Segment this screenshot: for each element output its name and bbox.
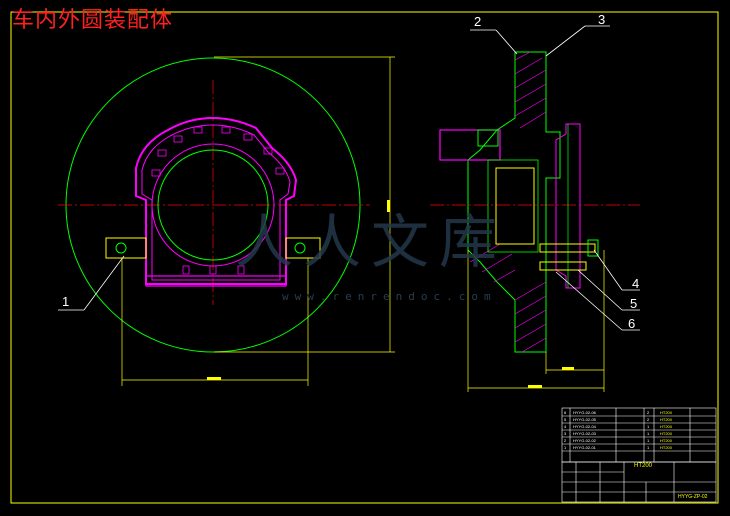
part-code: HYYG-02-04 bbox=[573, 424, 596, 429]
front-view bbox=[58, 56, 395, 386]
part-material: HT200 bbox=[660, 438, 673, 443]
front-dimensions bbox=[121, 56, 395, 386]
bore-insert bbox=[495, 167, 535, 245]
part-no: 6 bbox=[564, 410, 567, 415]
left-clamp-bolt bbox=[115, 242, 127, 254]
part-qty: 1 bbox=[647, 424, 650, 429]
callout-5: 5 bbox=[630, 296, 638, 311]
part-material: HT200 bbox=[660, 424, 673, 429]
section-view bbox=[430, 51, 640, 392]
part-material: HT200 bbox=[660, 410, 673, 415]
part-code: HYYG-02-05 bbox=[573, 417, 596, 422]
part-material: HT200 bbox=[660, 431, 673, 436]
part-no: 2 bbox=[564, 438, 567, 443]
watermark-logo-text: 人人文库 bbox=[235, 208, 508, 276]
part-code: HYYG-02-03 bbox=[573, 431, 596, 436]
callout-4: 4 bbox=[632, 276, 640, 291]
drawing-frame bbox=[10, 11, 719, 504]
left-clamp bbox=[105, 237, 147, 259]
part-qty: 1 bbox=[647, 431, 650, 436]
drawing-title: 车内外圆装配体 bbox=[12, 8, 174, 33]
pin-5 bbox=[539, 261, 587, 271]
title-block-drawing-no: HYYG-ZP-02 bbox=[678, 494, 708, 500]
callout-3: 3 bbox=[598, 12, 606, 27]
tail-part bbox=[555, 123, 581, 289]
bolt-pockets bbox=[151, 126, 285, 275]
part-no: 1 bbox=[564, 445, 567, 450]
part-no: 3 bbox=[564, 431, 567, 436]
sleeve bbox=[487, 159, 539, 253]
nut-4 bbox=[587, 239, 599, 257]
title-block-grid bbox=[561, 461, 717, 503]
part-qty: 1 bbox=[647, 445, 650, 450]
part-qty: 2 bbox=[647, 410, 650, 415]
callout-6: 6 bbox=[628, 316, 636, 331]
chuck-jaw-top bbox=[439, 129, 501, 161]
part-code: HYYG-02-02 bbox=[573, 438, 596, 443]
bore-circle-inner bbox=[157, 149, 269, 261]
part-material: HT200 bbox=[660, 445, 673, 450]
part-material: HT200 bbox=[660, 417, 673, 422]
part-code: HYYG-02-01 bbox=[573, 445, 596, 450]
part-no: 5 bbox=[564, 417, 567, 422]
part-qty: 1 bbox=[647, 438, 650, 443]
housing-base bbox=[145, 275, 287, 287]
right-clamp bbox=[285, 237, 321, 259]
leader-lines bbox=[58, 25, 640, 331]
bolt-4 bbox=[539, 243, 596, 253]
callout-2: 2 bbox=[474, 14, 482, 29]
part-qty: 2 bbox=[647, 417, 650, 422]
section-dimensions bbox=[467, 250, 605, 392]
housing-outline bbox=[135, 116, 298, 285]
part-code: HYYG-02-06 bbox=[573, 410, 596, 415]
part-no: 4 bbox=[564, 424, 567, 429]
callout-1: 1 bbox=[62, 294, 70, 309]
hatching bbox=[469, 51, 547, 353]
right-clamp-bolt bbox=[294, 242, 306, 254]
title-block-material: HT200 bbox=[634, 463, 653, 469]
chuck-jaw-mid bbox=[477, 129, 499, 147]
watermark-url: www.renrendoc.com bbox=[282, 290, 497, 303]
